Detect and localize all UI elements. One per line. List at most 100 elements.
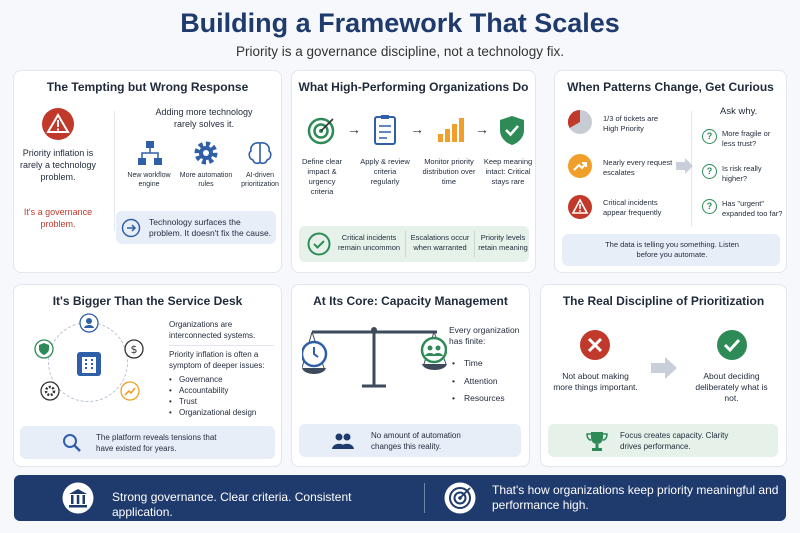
gear-icon xyxy=(194,141,218,165)
item-bullet: • xyxy=(452,393,455,403)
svg-text:$: $ xyxy=(131,343,138,356)
question-icon: ? xyxy=(702,129,717,144)
institution-icon xyxy=(62,482,94,514)
item-bullet: • xyxy=(452,358,455,368)
chart-icon xyxy=(120,381,140,401)
divider xyxy=(169,345,274,346)
icon-label: AI-driven prioritization xyxy=(241,172,279,188)
symptom-text: Priority inflation is often a symptom of… xyxy=(169,350,265,370)
card-bigger-than-desk: It's Bigger Than the Service Desk $ Orga… xyxy=(13,284,282,467)
result-text: Priority levels retain meaning xyxy=(478,233,528,252)
left-text: Priority inflation is rarely a technolog… xyxy=(19,148,97,182)
footer-banner: Strong governance. Clear criteria. Consi… xyxy=(14,475,786,521)
card-title: It's Bigger Than the Service Desk xyxy=(52,294,243,308)
step-label: Keep meaning intact: Critical stays rare xyxy=(483,157,533,186)
result-text: Critical incidents remain uncommon xyxy=(337,233,401,252)
issue-text: Governance xyxy=(179,375,223,384)
target-icon xyxy=(307,117,335,145)
pie-icon xyxy=(567,110,592,134)
issue-bullet: • xyxy=(169,397,172,406)
left-text: Not about making more things important. xyxy=(553,371,638,392)
question-icon: ? xyxy=(702,164,717,179)
card-patterns-change: When Patterns Change, Get Curious 1/3 of… xyxy=(554,70,787,273)
question-text: Is risk really higher? xyxy=(722,164,762,183)
left-red-text: It's a governance problem. xyxy=(23,207,93,229)
result-text: Escalations occur when warranted xyxy=(410,233,470,252)
issue-text: Accountability xyxy=(179,386,229,395)
arrow-right-icon xyxy=(676,158,693,174)
automation-note: No amount of automation changes this rea… xyxy=(299,424,521,457)
note-text: Technology surfaces the problem. It does… xyxy=(149,217,272,238)
question-icon: ? xyxy=(702,199,717,214)
dollar-icon: $ xyxy=(124,339,144,359)
step-label: Monitor priority distribution over time xyxy=(422,157,476,186)
lead-text: Adding more technology rarely solves it. xyxy=(155,107,253,129)
card-title: When Patterns Change, Get Curious xyxy=(567,80,774,94)
platform-note: The platform reveals tensions that have … xyxy=(20,426,275,459)
divider xyxy=(405,231,406,257)
issue-bullet: • xyxy=(169,375,172,384)
question-text: More fragile or less trust? xyxy=(722,129,771,148)
brain-icon xyxy=(248,142,272,165)
card-title: At Its Core: Capacity Management xyxy=(313,294,508,308)
user-icon xyxy=(79,313,99,333)
trophy-icon xyxy=(586,432,608,451)
item-bullet: • xyxy=(452,376,455,386)
building-icon xyxy=(77,352,101,376)
focus-note: Focus creates capacity. Clarity drives p… xyxy=(548,424,778,457)
shield-icon xyxy=(34,339,54,359)
issue-text: Trust xyxy=(179,397,197,406)
issue-text: Organizational design xyxy=(179,408,257,417)
issue-bullet: • xyxy=(169,386,172,395)
icon-label: More automation rules xyxy=(179,172,233,188)
warning-icon xyxy=(568,195,592,219)
pattern-text: Nearly every request escalates xyxy=(603,158,673,177)
warning-icon xyxy=(42,108,74,140)
intro-text: Organizations are interconnected systems… xyxy=(169,320,256,340)
tech-note: Technology surfaces the problem. It does… xyxy=(116,211,276,244)
results-note: Critical incidents remain uncommon Escal… xyxy=(299,226,529,262)
pattern-text: Critical incidents appear frequently xyxy=(603,198,662,217)
page-title: Building a Framework That Scales xyxy=(180,8,620,38)
note-text: The platform reveals tensions that have … xyxy=(96,433,217,453)
divider xyxy=(691,111,692,226)
footer-right-text: That's how organizations keep priority m… xyxy=(492,483,779,512)
note-text: The data is telling you something. Liste… xyxy=(605,240,739,259)
check-circle-icon xyxy=(717,330,747,360)
x-circle-icon xyxy=(580,330,610,360)
question-text: Has "urgent" expanded too far? xyxy=(722,199,783,218)
note-text: No amount of automation changes this rea… xyxy=(371,431,461,451)
checklist-icon xyxy=(374,115,396,145)
card-tempting-response: The Tempting but Wrong Response Priority… xyxy=(13,70,282,273)
intro-text: Every organization has finite: xyxy=(449,325,520,346)
ask-text: Ask why. xyxy=(720,106,758,117)
divider xyxy=(474,231,475,257)
shield-check-icon xyxy=(500,116,524,145)
divider xyxy=(114,111,115,231)
divider xyxy=(424,483,425,513)
step-label: Apply & review criteria regularly xyxy=(360,157,410,186)
right-text: About deciding deliberately what is not. xyxy=(695,371,768,403)
item-text: Time xyxy=(464,358,483,368)
arrow-icon: → xyxy=(347,121,361,137)
step-label: Define clear impact & urgency criteria xyxy=(301,157,343,196)
card-title: The Tempting but Wrong Response xyxy=(46,80,249,94)
item-text: Attention xyxy=(464,376,498,386)
users-icon xyxy=(332,433,354,449)
card-high-performing: What High-Performing Organizations Do → … xyxy=(291,70,536,273)
arrow-right-icon xyxy=(651,357,677,379)
scale-icon xyxy=(302,327,447,388)
note-text: Focus creates capacity. Clarity drives p… xyxy=(620,431,729,451)
card-capacity: At Its Core: Capacity Management Every o… xyxy=(291,284,530,467)
target-icon xyxy=(444,482,476,514)
gear-icon xyxy=(40,381,60,401)
item-text: Resources xyxy=(464,393,505,403)
bar-chart-icon xyxy=(438,118,464,142)
card-title: The Real Discipline of Prioritization xyxy=(562,294,765,308)
data-note: The data is telling you something. Liste… xyxy=(562,234,780,266)
search-icon xyxy=(63,434,81,452)
issue-bullet: • xyxy=(169,408,172,417)
card-title: What High-Performing Organizations Do xyxy=(298,80,529,94)
trend-up-icon xyxy=(568,154,592,178)
footer-left-text: Strong governance. Clear criteria. Consi… xyxy=(112,490,352,519)
